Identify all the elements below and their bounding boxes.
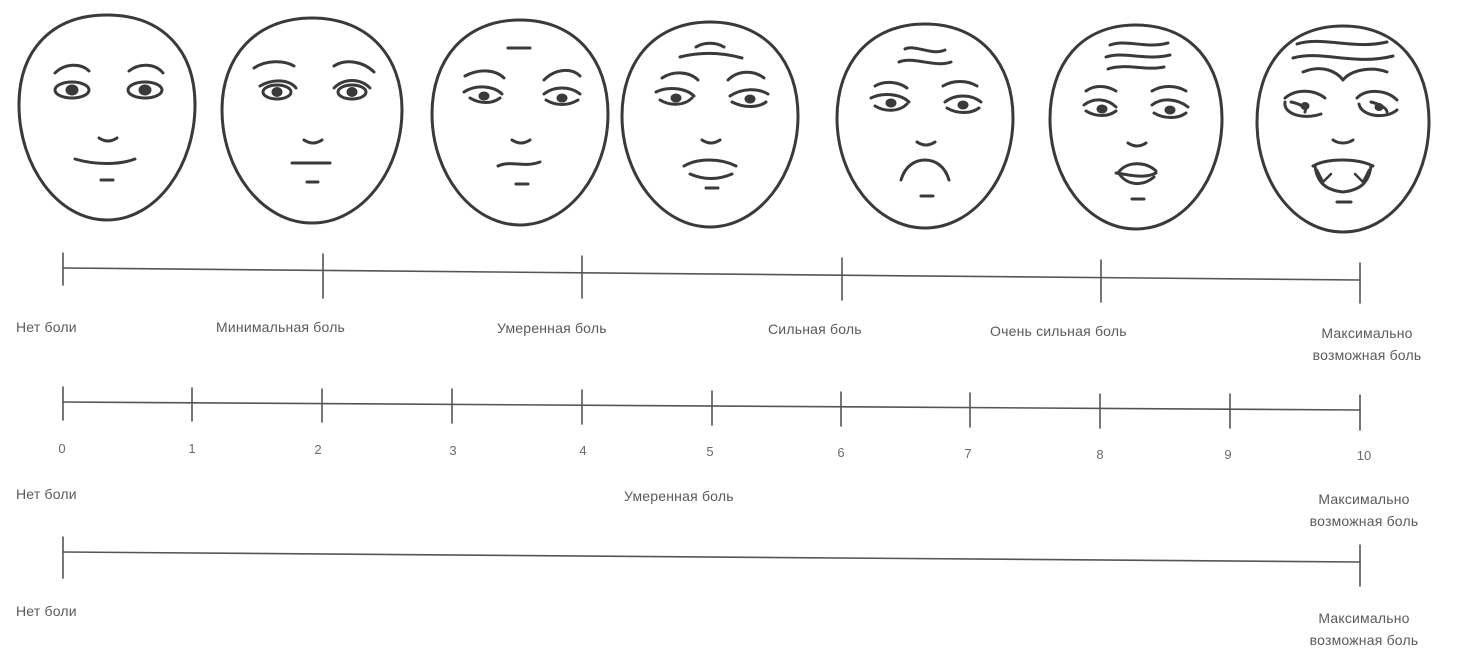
worst-pain-face-icon [1257,26,1429,232]
vas-label-no-pain: Нет боли [16,604,77,618]
numeric-scale-line [63,387,1360,430]
verbal-label-minimal-pain: Минимальная боль [216,320,345,334]
numeric-label-max-pain-line1: Максимально [1310,488,1419,510]
moderate-strong-pain-face-icon [622,22,798,227]
numeric-tick-label: 6 [837,445,844,460]
verbal-label-no-pain: Нет боли [16,320,77,334]
vas-label-max-pain-line1: Максимально [1310,607,1419,629]
verbal-label-severe-pain: Сильная боль [768,322,862,336]
verbal-scale-line [63,253,1360,303]
numeric-tick-label: 0 [58,441,65,456]
visual-analog-scale-line [63,537,1360,586]
numeric-tick-label: 9 [1224,447,1231,462]
numeric-label-max-pain: Максимально возможная боль [1310,488,1419,532]
numeric-tick-label: 2 [314,442,321,457]
numeric-tick-label: 3 [449,443,456,458]
vas-label-max-pain: Максимально возможная боль [1310,607,1419,651]
verbal-label-max-pain-line1: Максимально [1313,322,1422,344]
numeric-tick-label: 4 [579,443,586,458]
numeric-tick-label: 10 [1357,448,1371,463]
numeric-label-no-pain: Нет боли [16,487,77,501]
moderate-pain-face-icon [432,20,608,225]
numeric-tick-label: 7 [964,446,971,461]
vas-label-max-pain-line2: возможная боль [1310,629,1419,651]
verbal-label-max-pain: Максимально возможная боль [1313,322,1422,366]
minimal-pain-face-icon [222,18,402,223]
numeric-tick-label: 8 [1096,447,1103,462]
numeric-tick-label: 5 [706,444,713,459]
verbal-label-max-pain-line2: возможная боль [1313,344,1422,366]
severe-pain-face-icon [837,24,1013,228]
numeric-tick-label: 1 [188,441,195,456]
verbal-label-moderate-pain: Умеренная боль [497,321,607,335]
numeric-label-max-pain-line2: возможная боль [1310,510,1419,532]
numeric-label-moderate-pain: Умеренная боль [624,489,734,503]
no-pain-face-icon [19,15,195,220]
very-severe-pain-face-icon [1050,25,1222,229]
verbal-label-very-severe-pain: Очень сильная боль [990,324,1127,338]
